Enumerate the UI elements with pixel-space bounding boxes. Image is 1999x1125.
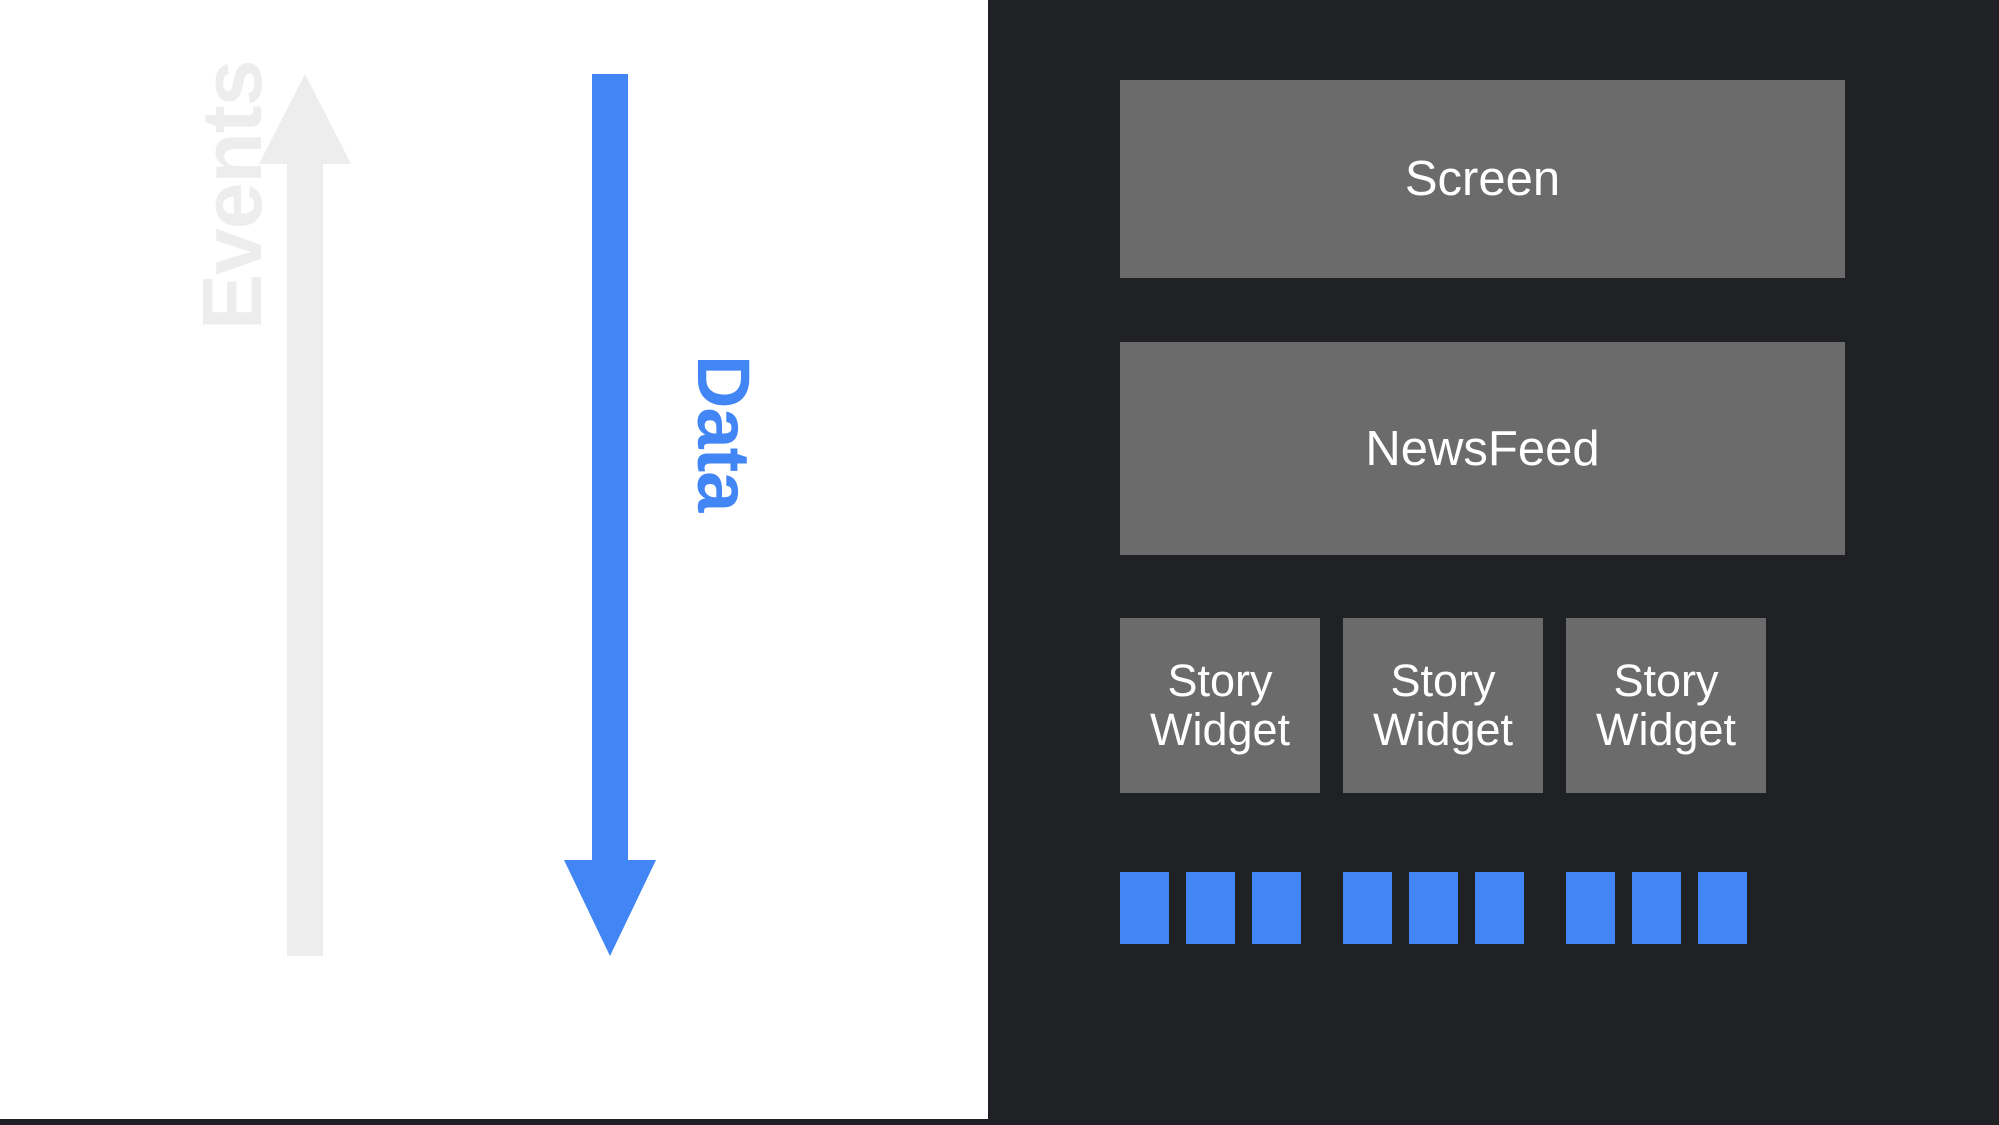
story-widget-node-label: Story Widget: [1149, 654, 1291, 755]
bottom-divider: [0, 1119, 1999, 1125]
story-widget-node-label: Story Widget: [1372, 654, 1514, 755]
child-node-chip[interactable]: [1186, 872, 1235, 944]
child-node-chip[interactable]: [1566, 872, 1615, 944]
screen-node-label: Screen: [1404, 152, 1561, 206]
component-tree-panel: Screen NewsFeed Story Widget Story Widge…: [988, 0, 1999, 1119]
story-widget-label-line2: Widget: [1595, 703, 1737, 755]
story-widget-node[interactable]: Story Widget: [1343, 618, 1543, 793]
child-node-chip[interactable]: [1698, 872, 1747, 944]
story-widget-node[interactable]: Story Widget: [1120, 618, 1320, 793]
child-node-chip[interactable]: [1252, 872, 1301, 944]
events-arrow-icon: [259, 74, 351, 956]
story-widget-label-line2: Widget: [1372, 703, 1514, 755]
story-widget-label-line1: Story: [1167, 654, 1273, 706]
child-node-chip[interactable]: [1343, 872, 1392, 944]
story-widget-label-line1: Story: [1390, 654, 1496, 706]
story-widget-children-group: [1120, 872, 1301, 944]
newsfeed-node-label: NewsFeed: [1365, 421, 1600, 476]
story-widget-children-group: [1566, 872, 1747, 944]
child-node-chip[interactable]: [1475, 872, 1524, 944]
story-widget-label-line1: Story: [1613, 654, 1719, 706]
child-node-chip[interactable]: [1632, 872, 1681, 944]
screen-node[interactable]: Screen: [1120, 80, 1845, 278]
child-node-chip[interactable]: [1120, 872, 1169, 944]
child-node-chip[interactable]: [1409, 872, 1458, 944]
data-arrow-label: Data: [682, 355, 765, 512]
story-widget-node[interactable]: Story Widget: [1566, 618, 1766, 793]
flow-legend-panel: Events Data: [0, 0, 988, 1119]
story-widget-label-line2: Widget: [1149, 703, 1291, 755]
story-widget-children-group: [1343, 872, 1524, 944]
events-arrow-label: Events: [185, 60, 279, 330]
data-arrow-icon: [564, 74, 656, 956]
story-widget-node-label: Story Widget: [1595, 654, 1737, 755]
newsfeed-node[interactable]: NewsFeed: [1120, 342, 1845, 555]
